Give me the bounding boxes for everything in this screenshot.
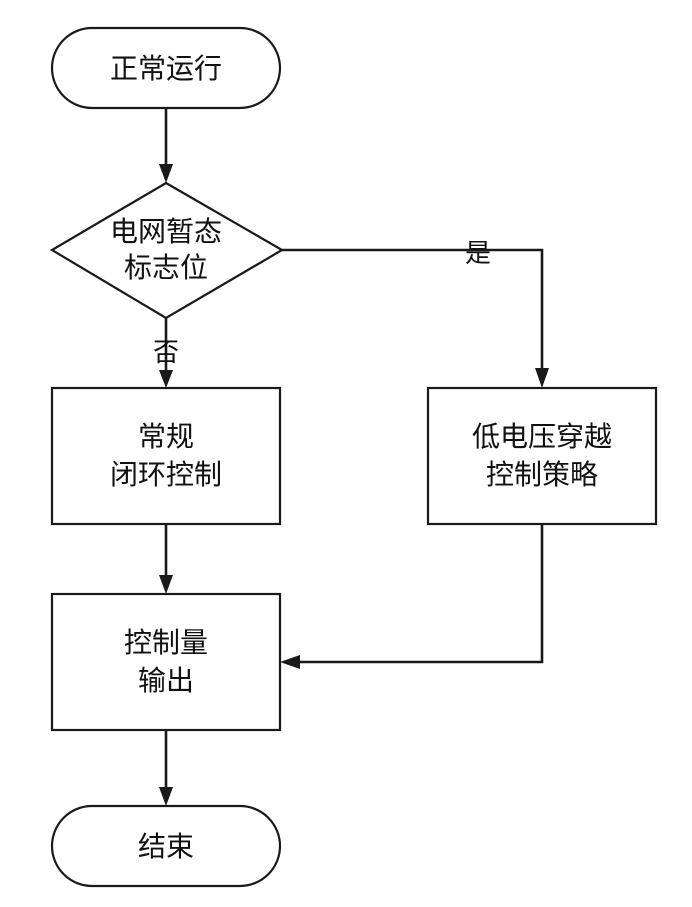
decision-label-line1: 电网暂态: [110, 215, 222, 248]
normal-control-box-shape: [52, 388, 280, 524]
yes-branch-label: 是: [465, 239, 491, 269]
decision-node: 电网暂态 标志位: [52, 183, 282, 318]
lvrt-control-label-line1: 低电压穿越: [472, 420, 612, 453]
connector-lvrt-to-output: [280, 524, 542, 669]
output-box-shape: [52, 594, 280, 730]
decision-label-line2: 标志位: [124, 251, 208, 284]
end-terminal-label: 结束: [138, 830, 194, 863]
arrowhead-icon: [159, 370, 173, 388]
arrowhead-icon: [280, 655, 300, 669]
start-terminal-label: 正常运行: [110, 52, 222, 85]
normal-control-label-line2: 闭环控制: [110, 458, 222, 491]
output-label-line2: 输出: [138, 664, 194, 697]
normal-control-label-line1: 常规: [138, 420, 194, 453]
connector-decision-no: 否: [153, 318, 179, 388]
no-branch-label: 否: [153, 338, 179, 368]
connector-line: [282, 250, 542, 370]
end-terminal: 结束: [52, 806, 280, 886]
connector-normal-to-output: [159, 524, 173, 594]
arrowhead-icon: [159, 164, 173, 183]
arrowhead-icon: [159, 787, 173, 806]
lvrt-control-box: 低电压穿越 控制策略: [428, 388, 656, 524]
connector-output-to-end: [159, 730, 173, 806]
lvrt-control-box-shape: [428, 388, 656, 524]
connector-start-to-decision: [159, 108, 173, 183]
start-terminal: 正常运行: [52, 28, 280, 108]
arrowhead-icon: [535, 368, 549, 388]
output-box: 控制量 输出: [52, 594, 280, 730]
lvrt-control-label-line2: 控制策略: [486, 458, 598, 491]
connector-decision-yes: 是: [282, 239, 549, 388]
output-label-line1: 控制量: [124, 626, 208, 659]
arrowhead-icon: [159, 575, 173, 594]
normal-control-box: 常规 闭环控制: [52, 388, 280, 524]
connector-line: [298, 524, 542, 662]
